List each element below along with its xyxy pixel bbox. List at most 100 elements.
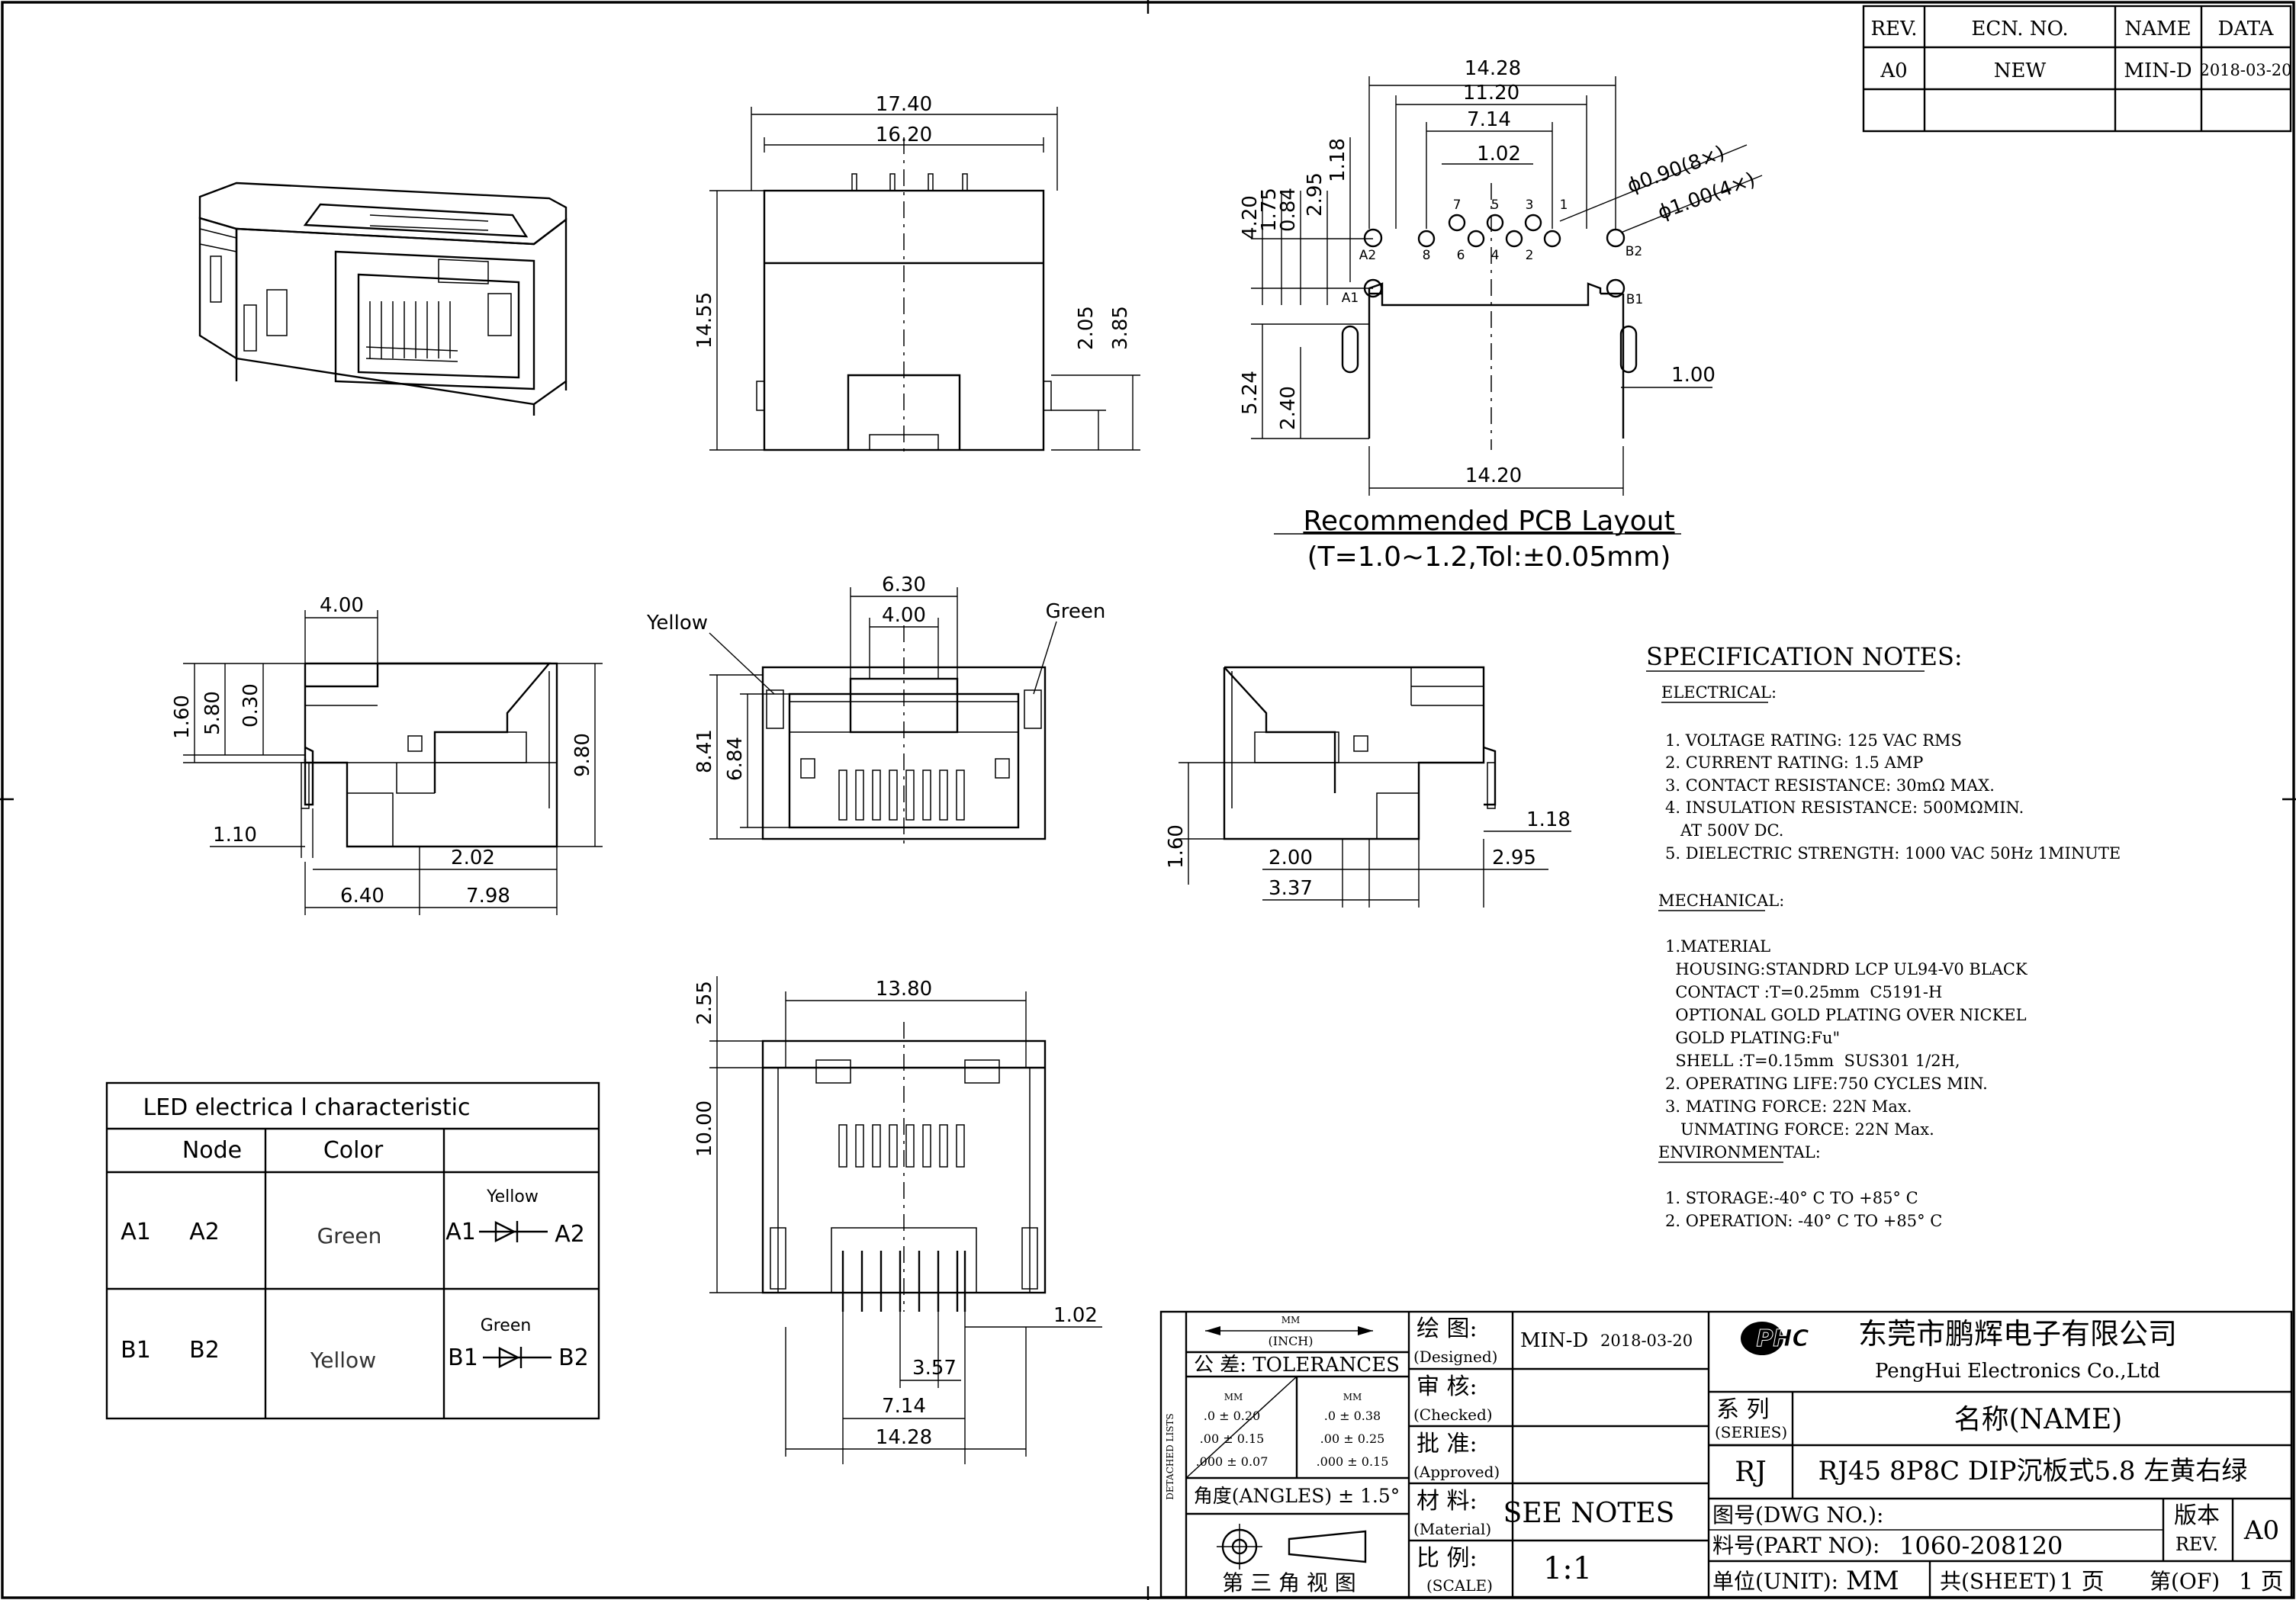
unit-value: MM [1846,1566,1899,1596]
sheet-value: 1 页 [2060,1569,2105,1595]
pcb-layout-view: 8 7 6 5 4 3 2 1 A2 A1 B2 B1 14.28 11.20 … [1239,57,1763,573]
pcb-dim-11-20: 11.20 [1463,82,1519,104]
led-row1-diode-a: A1 [445,1219,476,1245]
pin-number-2: 2 [1526,248,1534,263]
pin-number-6: 6 [1457,248,1465,263]
ecn-header: ECN. NO. [1971,18,2068,40]
pin-label-b2: B2 [1626,244,1642,259]
part-name: RJ45 8P8C DIP沉板式5.8 左黄右绿 [1818,1456,2248,1486]
bottom-dim-2-55: 2.55 [693,981,716,1025]
side-dim-0-30: 0.30 [240,683,262,728]
bottom-dim-14-28: 14.28 [876,1426,932,1449]
checked-cn: 审 核: [1417,1373,1478,1400]
spec-mechanical-7: 2. OPERATING LIFE:750 CYCLES MIN. [1665,1075,1988,1093]
led-row1-color: Green [317,1223,382,1248]
pin-number-8: 8 [1423,248,1431,263]
logo-text: PHC [1756,1325,1809,1352]
spec-mechanical-heading: MECHANICAL: [1658,892,1784,910]
port-label-green: Green [1046,600,1106,623]
spec-mechanical-5: GOLD PLATING:Fu" [1665,1029,1840,1047]
rev-header: REV. [1870,18,1917,40]
material-en: (Material) [1413,1520,1491,1538]
front-view: 17.40 16.20 14.55 2.05 3.85 [693,93,1140,458]
checked-en: (Checked) [1413,1406,1493,1424]
pcb-dim-4-20: 4.20 [1239,195,1262,239]
title-block: MM (INCH) 公 差: TOLERANCES DETACHED LISTS… [1159,1310,2293,1598]
units-inch: (INCH) [1269,1334,1314,1348]
projection-symbol-icon [1217,1524,1367,1569]
angles-label: 角度(ANGLES) ± 1.5° [1194,1485,1400,1507]
rev-cn: 版本 [2174,1502,2220,1529]
series-cn: 系 列 [1716,1396,1770,1423]
company-name-en: PengHui Electronics Co.,Ltd [1875,1360,2160,1383]
rside-dim-2-95: 2.95 [1492,847,1536,869]
spec-electrical-3: 3. CONTACT RESISTANCE: 30mΩ MAX. [1665,776,1995,795]
bottom-dim-1-02: 1.02 [1053,1304,1098,1327]
pcb-dim-5-24: 5.24 [1239,371,1262,415]
side-dim-2-02: 2.02 [451,847,495,869]
led-header-color: Color [323,1137,384,1164]
port-dim-4-00: 4.00 [882,604,926,627]
material-value: SEE NOTES [1503,1498,1675,1529]
led-table: LED electrica l characteristic Node Colo… [105,1081,600,1420]
bottom-dim-7-14: 7.14 [882,1395,926,1418]
dim-2-05: 2.05 [1075,306,1098,350]
tol-inch-2: .00 ± 0.15 [1200,1431,1265,1446]
unit-label: 单位(UNIT): [1712,1569,1838,1594]
side-dim-9-80: 9.80 [571,733,594,777]
dim-16-20: 16.20 [876,124,932,146]
pcb-dim-1-00: 1.00 [1671,364,1716,387]
tol-mm-2: .00 ± 0.25 [1320,1431,1385,1446]
port-dim-8-41: 8.41 [693,729,716,773]
part-no-label: 料号(PART NO): [1712,1533,1880,1558]
spec-mechanical-6: SHELL :T=0.15mm SUS301 1/2H, [1665,1052,1960,1070]
tol-mm-1: .0 ± 0.38 [1324,1409,1381,1423]
spec-mechanical-3: CONTACT :T=0.25mm C5191-H [1665,983,1942,1001]
pcb-dim-1-75: 1.75 [1258,188,1281,232]
spec-environmental-2: 2. OPERATION: -40° C TO +85° C [1665,1212,1942,1230]
led-table-title: LED electrica l characteristic [143,1094,471,1121]
units-mm: MM [1281,1315,1301,1325]
pcb-dim-0-84: 0.84 [1277,188,1300,232]
spec-electrical-5: AT 500V DC. [1665,821,1783,840]
spec-electrical-heading: ELECTRICAL: [1661,683,1777,702]
spec-mechanical-8: 3. MATING FORCE: 22N Max. [1665,1097,1912,1116]
ecn-value: NEW [1994,59,2047,82]
rside-dim-3-37: 3.37 [1269,877,1313,900]
pcb-dim-14-28: 14.28 [1465,57,1521,80]
spec-electrical-6: 5. DIELECTRIC STRENGTH: 1000 VAC 50Hz 1M… [1665,844,2121,863]
company-name-cn: 东莞市鹏辉电子有限公司 [1858,1317,2177,1351]
side-dim-5-80: 5.80 [201,691,224,735]
pcb-dim-1-18: 1.18 [1326,138,1349,182]
pin-label-b1: B1 [1626,292,1643,307]
tol-inch-3: .000 ± 0.07 [1196,1454,1269,1469]
led-row1-diode-label: Yellow [486,1187,539,1206]
spec-environmental-heading: ENVIRONMENTAL: [1658,1143,1821,1161]
sheet-label: 共(SHEET) [1940,1569,2056,1594]
dim-14-55: 14.55 [693,292,716,349]
pin-label-a1: A1 [1342,291,1359,306]
rside-dim-1-60: 1.60 [1165,824,1188,869]
side-dim-1-10: 1.10 [213,824,257,847]
pcb-dim-7-14: 7.14 [1467,108,1511,131]
date-value: 2018-03-20 [2199,61,2291,79]
pin-number-4: 4 [1491,248,1500,263]
led-row2-node-a: B1 [121,1337,151,1364]
side-dim-7-98: 7.98 [466,885,510,908]
pcb-dim-14-20: 14.20 [1465,464,1522,487]
spec-mechanical-1: 1.MATERIAL [1665,937,1770,956]
port-label-yellow: Yellow [646,612,708,635]
spec-mechanical-4: OPTIONAL GOLD PLATING OVER NICKEL [1665,1006,2027,1024]
rside-dim-1-18: 1.18 [1526,808,1571,831]
spec-mechanical-9: UNMATING FORCE: 22N Max. [1665,1120,1934,1139]
led-row1-node-a: A1 [121,1219,151,1245]
bottom-dim-10-00: 10.00 [693,1100,716,1157]
spec-notes: SPECIFICATION NOTES: ELECTRICAL: 1. VOLT… [1646,642,2121,1230]
part-no-value: 1060-208120 [1899,1531,2063,1560]
side-dim-6-40: 6.40 [340,885,384,908]
rev-block-value: A0 [2243,1515,2279,1546]
scale-en: (SCALE) [1426,1576,1493,1595]
spec-environmental-1: 1. STORAGE:-40° C TO +85° C [1665,1189,1918,1207]
side-dim-4-00: 4.00 [320,594,364,617]
